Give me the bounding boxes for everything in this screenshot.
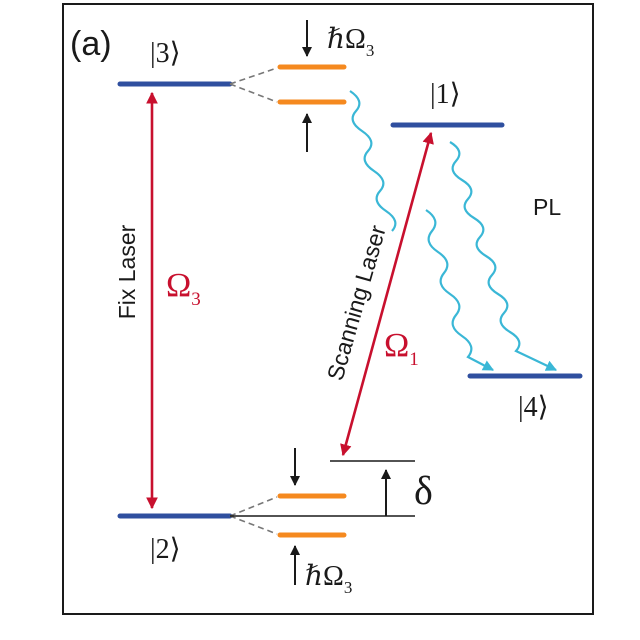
split-dash-top-upper [229, 67, 278, 85]
panel-label: (a) [70, 25, 112, 63]
scanning-laser-label: Scanning Laser [322, 222, 391, 383]
figure-frame [62, 3, 594, 615]
pl-wave-mid [425, 209, 494, 371]
split-dash-top-lower [229, 83, 278, 103]
pl-wave-sublevel [349, 90, 397, 232]
pl-label: PL [533, 194, 561, 220]
split-dash-bottom-upper [229, 496, 278, 517]
scanning-laser-arrow [340, 131, 434, 457]
level-4-label: |4⟩ [518, 392, 549, 423]
level-1-label: |1⟩ [430, 79, 461, 110]
level-2-label: |2⟩ [150, 534, 181, 565]
scanning-laser-rabi: Ω1 [384, 327, 419, 370]
split-dash-bottom-lower [229, 515, 278, 535]
pl-wave-main [449, 141, 557, 371]
fix-laser-label: Fix Laser [114, 224, 140, 319]
detuning-label: δ [414, 468, 433, 513]
fix-laser-rabi: Ω3 [166, 267, 201, 310]
splitting-top-label: ℏΩ3 [327, 24, 374, 60]
level-3-label: |3⟩ [150, 38, 181, 69]
splitting-bottom-label: ℏΩ3 [305, 561, 352, 597]
